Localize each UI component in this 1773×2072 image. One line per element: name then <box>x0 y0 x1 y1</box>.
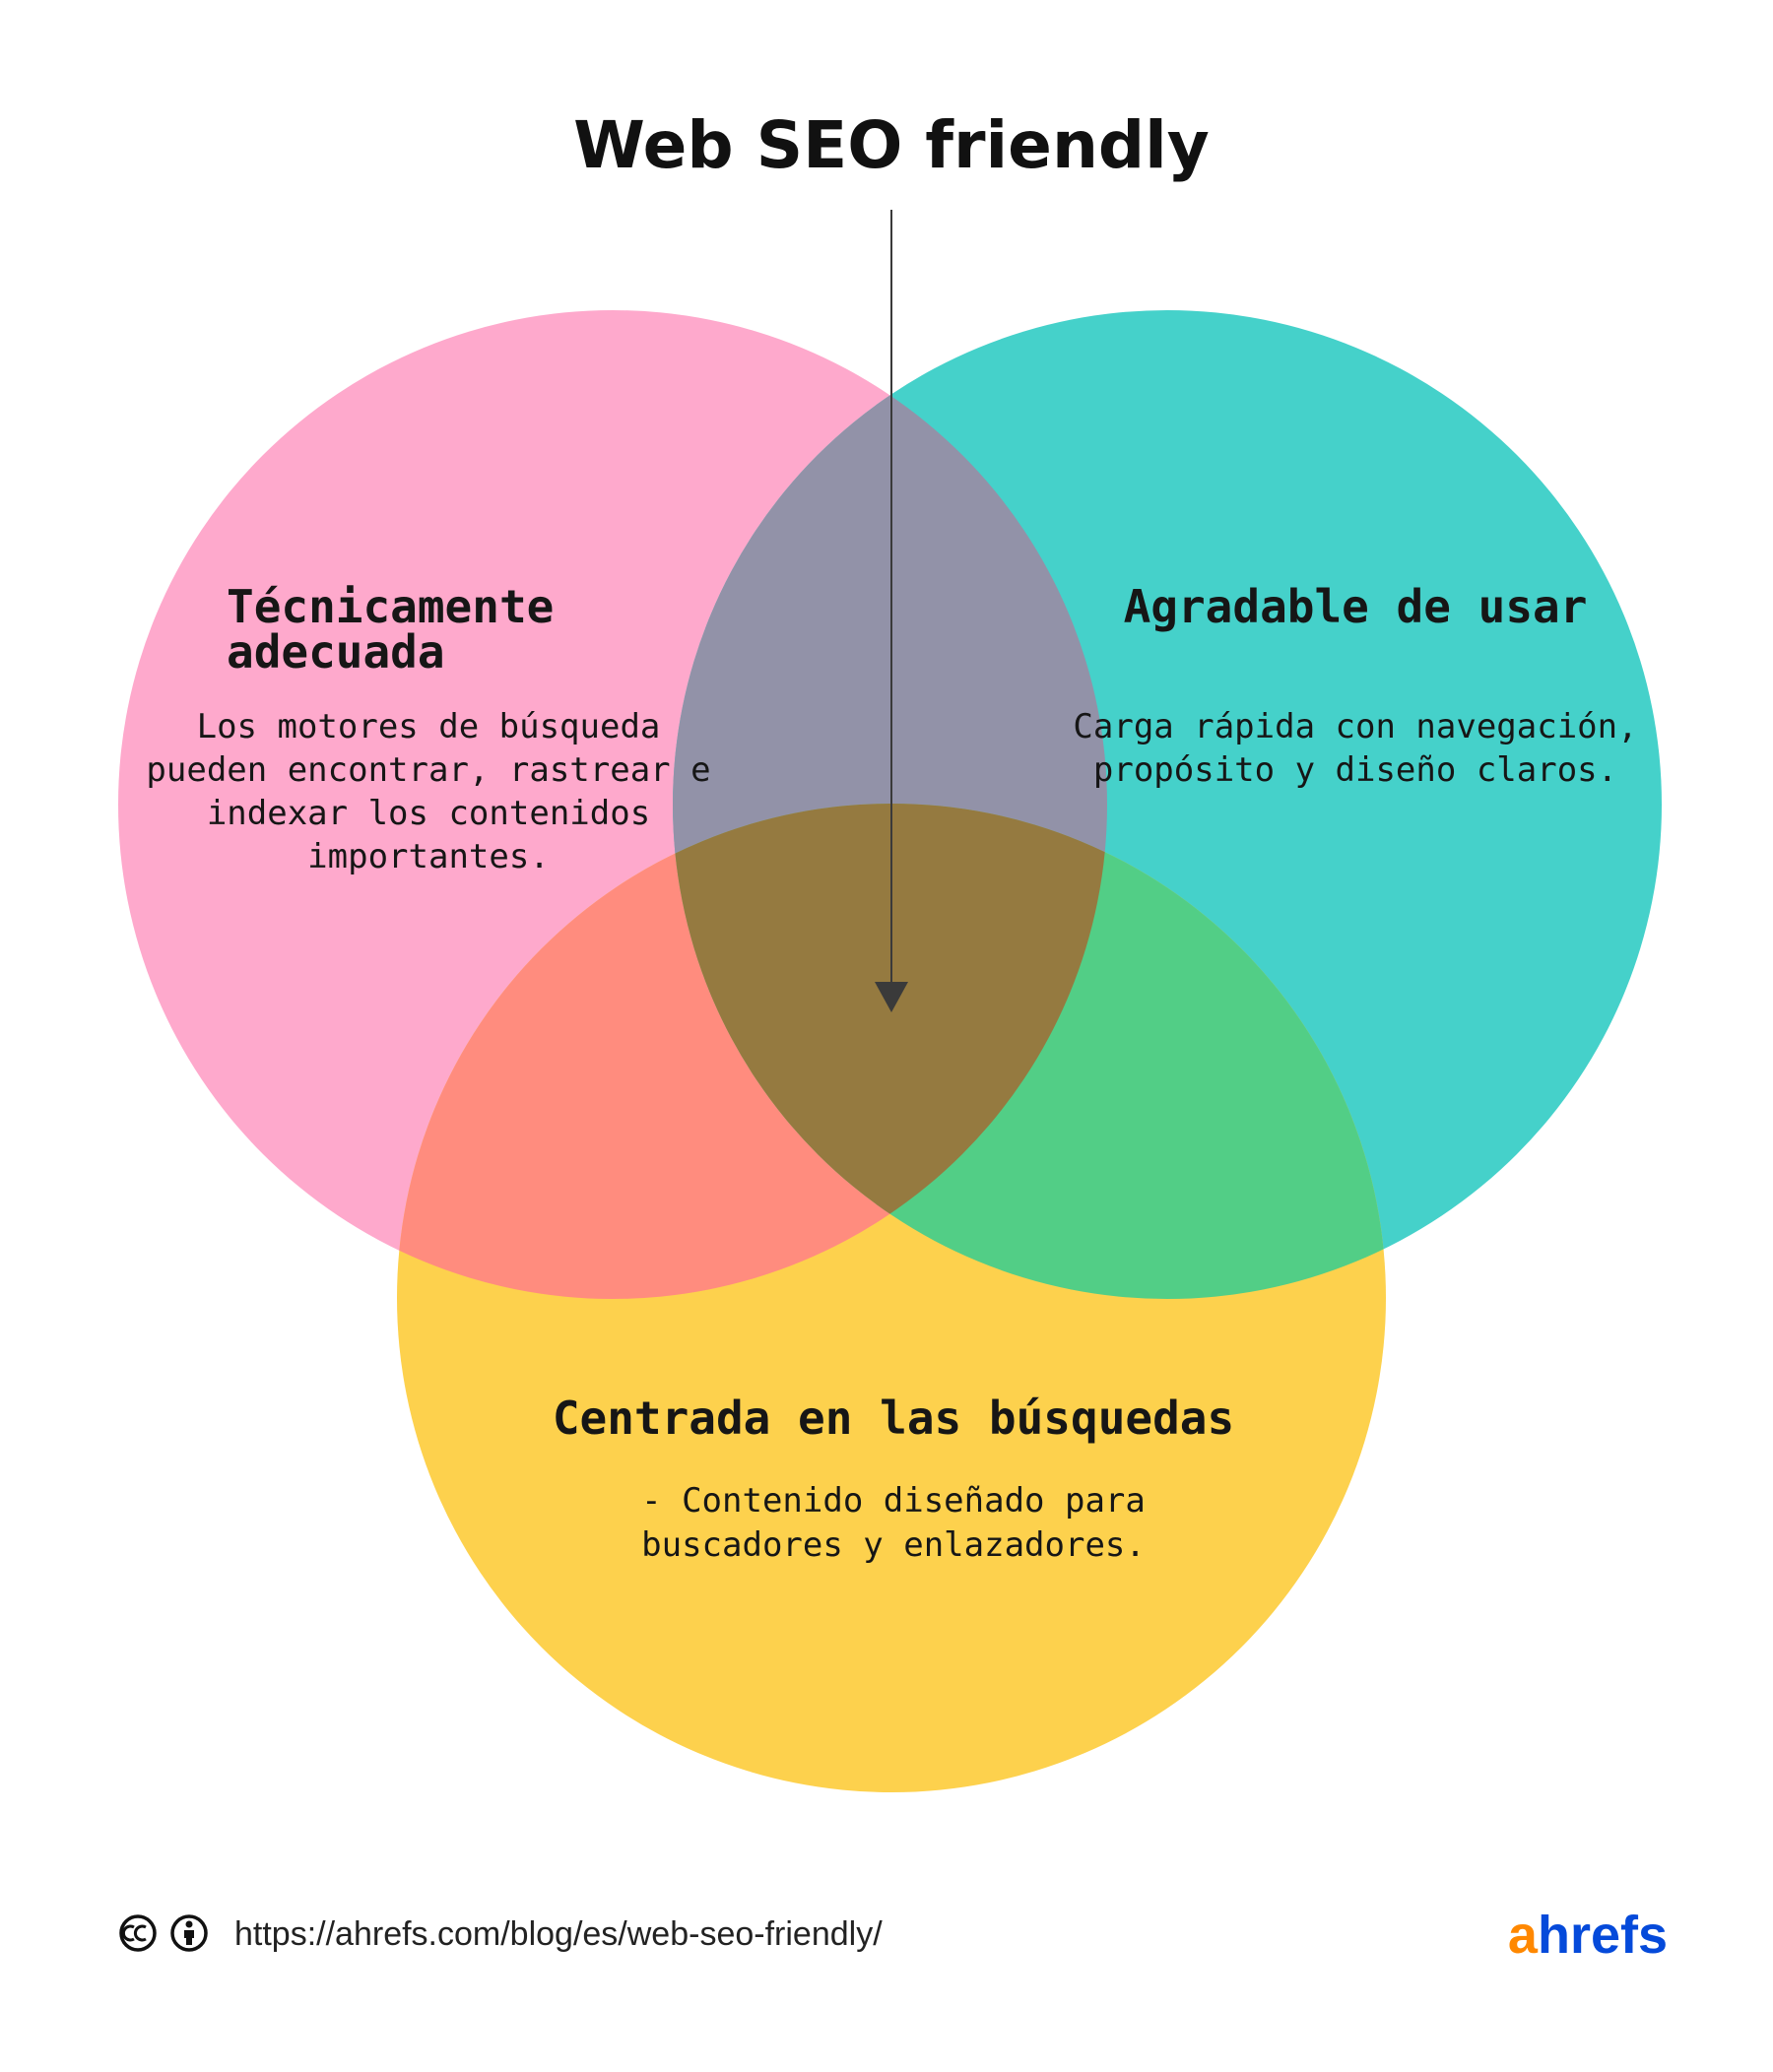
logo-a: a <box>1508 1906 1539 1965</box>
search-body-line2: buscadores y enlazadores. <box>641 1525 1146 1565</box>
technical-body-line4: importantes. <box>307 837 550 876</box>
technical-body-line2: pueden encontrar, rastrear e <box>146 750 710 790</box>
technical-title-line1: Técnicamente <box>227 580 554 633</box>
logo-rest: hrefs <box>1538 1906 1668 1965</box>
attribution-icon <box>170 1914 208 1952</box>
usable-body-line2: propósito y diseño claros. <box>1093 750 1617 790</box>
usable-body-line1: Carga rápida con navegación, <box>1073 707 1637 746</box>
cc-icon <box>119 1914 157 1952</box>
search-title: Centrada en las búsquedas <box>553 1392 1234 1445</box>
technical-body-line1: Los motores de búsqueda <box>197 707 661 746</box>
ahrefs-logo: ahrefs <box>1508 1906 1668 1965</box>
arrow-head-icon <box>875 982 908 1012</box>
svg-text:ahrefs: ahrefs <box>1508 1906 1668 1965</box>
usable-title: Agradable de usar <box>1124 580 1588 633</box>
technical-title-line2: adecuada <box>227 625 445 679</box>
technical-body-line3: indexar los contenidos <box>207 794 650 833</box>
search-body-line1: - Contenido diseñado para <box>641 1481 1146 1521</box>
source-url: https://ahrefs.com/blog/es/web-seo-frien… <box>234 1915 883 1953</box>
diagram-title: Web SEO friendly <box>573 107 1210 183</box>
